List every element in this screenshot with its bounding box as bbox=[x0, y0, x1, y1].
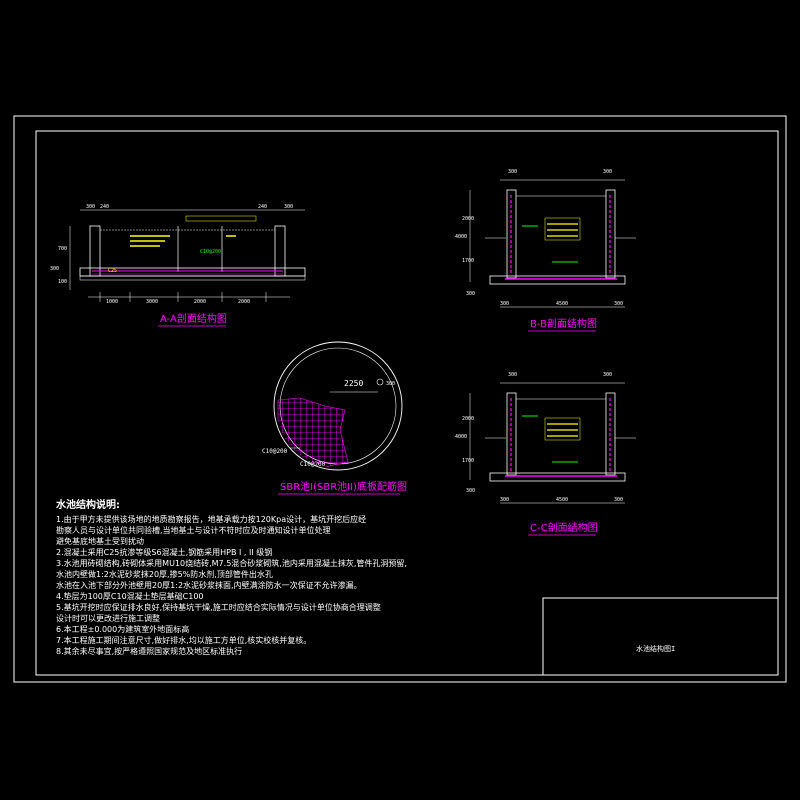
plan-hatch-region bbox=[277, 397, 349, 468]
section-aa: 300 240 240 300 C10@200 C25 300 100 700 bbox=[50, 204, 306, 327]
cc-bottom-dim-2: 4500 bbox=[556, 497, 568, 503]
aa-left-dim-2: 100 bbox=[58, 279, 67, 285]
plan-dim-right: 300 bbox=[386, 381, 395, 387]
aa-top-dim-4: 300 bbox=[284, 204, 293, 210]
aa-bottom-dim-2: 3000 bbox=[146, 299, 158, 305]
notes-line: 3.水池用砖砌结构,砖砌体采用MU10烧结砖,M7.5混合砂浆砌筑,池内采用混凝… bbox=[56, 558, 407, 568]
bb-title: B-B剖面结构图 bbox=[530, 317, 597, 330]
notes-line: 4.垫层为100厚C10混凝土垫层基础C100 bbox=[56, 591, 204, 601]
bb-bottom-dim-3: 300 bbox=[614, 301, 623, 307]
notes-line: 2.混凝土采用C25抗渗等级S6混凝土,钢筋采用HPB I , II 级钢 bbox=[56, 547, 272, 557]
aa-bottom-dim-4: 2000 bbox=[238, 299, 250, 305]
notes-line: 5.基坑开挖时应保证排水良好,保持基坑干燥,施工时应结合实际情况与设计单位协商合… bbox=[56, 602, 381, 612]
notes-line: 避免基底地基土受到扰动 bbox=[56, 536, 144, 546]
aa-top-dim-1: 300 bbox=[86, 204, 95, 210]
plan-label-1: C10@200 bbox=[262, 448, 288, 455]
plan-circular: 2250 300 C10@200 C10@200 SBR池I(SBR池II)底板… bbox=[262, 341, 407, 495]
notes-line: 水池在入池下部分外池壁用20厚1:2水泥砂浆抹面,内壁满涂防水一次保证不允许渗漏… bbox=[56, 580, 362, 590]
title-block-drawing-name: 水池结构图I bbox=[636, 644, 675, 653]
notes-block: 水池结构说明: 1.由于甲方未提供该场地的地质勘察报告，地基承载力按120Kpa… bbox=[55, 498, 407, 656]
bb-bottom-dim-2: 4500 bbox=[556, 301, 568, 307]
cc-title: C-C剖面结构图 bbox=[530, 521, 598, 534]
aa-bottom-dim-1: 1000 bbox=[106, 299, 118, 305]
cc-top-dim-4: 300 bbox=[603, 372, 612, 378]
bb-side-dim-1: 2000 bbox=[462, 216, 474, 222]
notes-line: 1.由于甲方未提供该场地的地质勘察报告，地基承载力按120Kpa设计，基坑开挖后… bbox=[56, 514, 366, 524]
bb-top-dim-4: 300 bbox=[603, 169, 612, 175]
aa-bottom-dim-3: 2000 bbox=[194, 299, 206, 305]
cc-bottom-left: 300 bbox=[466, 488, 475, 494]
aa-left-dim-1: 300 bbox=[50, 266, 59, 272]
plan-label-2: C10@200 bbox=[300, 461, 326, 468]
notes-line: 设计时可以更改进行施工调整 bbox=[56, 613, 160, 623]
plan-dim-top: 2250 bbox=[344, 379, 363, 388]
bb-side-dim-3: 1700 bbox=[462, 258, 474, 264]
aa-label-c25: C25 bbox=[108, 268, 117, 274]
bb-side-dim-2: 4000 bbox=[455, 234, 467, 240]
notes-line: 勘察人员与设计单位共同验槽,当地基土与设计不符时应及时通知设计单位处理 bbox=[56, 525, 331, 535]
notes-line: 8.其余未尽事宜,按严格遵照国家规范及地区标准执行 bbox=[56, 646, 242, 656]
title-block bbox=[542, 597, 779, 676]
bb-bottom-dim-1: 300 bbox=[500, 301, 509, 307]
notes-heading: 水池结构说明: bbox=[55, 498, 120, 511]
inner-border bbox=[35, 130, 779, 676]
aa-top-dim-2: 240 bbox=[100, 204, 109, 210]
notes-line: 水池内壁做1:2水泥砂浆抹20厚,掺5%防水剂,顶部管件出水孔 bbox=[56, 569, 273, 579]
section-cc: 300 300 2000 4000 1700 300 300 4500 300 … bbox=[455, 372, 636, 536]
notes-line: 6.本工程±0.000为建筑室外地面标高 bbox=[56, 624, 189, 634]
bb-top-dim-1: 300 bbox=[508, 169, 517, 175]
outer-border bbox=[13, 115, 787, 683]
cc-side-dim-2: 4000 bbox=[455, 434, 467, 440]
aa-top-dim-3: 240 bbox=[258, 204, 267, 210]
cc-side-dim-3: 1700 bbox=[462, 458, 474, 464]
notes-line: 7.本工程施工期间注意尺寸,做好排水,均以施工方单位,核实校核并复核。 bbox=[56, 635, 311, 645]
aa-left-dim-3: 700 bbox=[58, 246, 67, 252]
bb-bottom-left: 300 bbox=[466, 291, 475, 297]
plan-title: SBR池I(SBR池II)底板配筋图 bbox=[280, 480, 407, 493]
aa-label-c10: C10@200 bbox=[200, 249, 221, 255]
cc-side-dim-1: 2000 bbox=[462, 416, 474, 422]
cc-bottom-dim-1: 300 bbox=[500, 497, 509, 503]
cc-bottom-dim-3: 300 bbox=[614, 497, 623, 503]
aa-title: A-A剖面结构图 bbox=[160, 312, 227, 325]
section-bb: 300 300 2000 4000 1700 300 300 4500 300 … bbox=[455, 169, 636, 332]
cc-top-dim-1: 300 bbox=[508, 372, 517, 378]
